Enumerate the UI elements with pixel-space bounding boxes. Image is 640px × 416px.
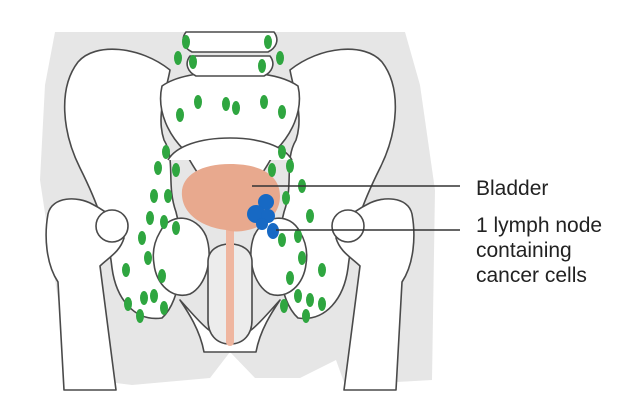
cancer-lymph-node	[256, 218, 268, 230]
lymph-node	[318, 263, 326, 277]
lymph-node	[172, 221, 180, 235]
lymph-node	[294, 229, 302, 243]
lymph-node-label-line: cancer cells	[476, 264, 587, 287]
left-obturator-ring	[152, 217, 210, 297]
lymph-node	[294, 289, 302, 303]
lymph-node	[280, 299, 288, 313]
left-femur	[45, 198, 125, 391]
lymph-node	[286, 159, 294, 173]
lymph-node	[318, 297, 326, 311]
lymph-node	[176, 108, 184, 122]
lymph-node	[150, 189, 158, 203]
lymph-node	[298, 251, 306, 265]
lymph-node-label-line: 1 lymph node	[476, 214, 603, 237]
lymph-node	[260, 95, 268, 109]
cancer-lymph-node-cluster	[247, 194, 279, 239]
lymph-node	[140, 291, 148, 305]
lymph-node	[232, 101, 240, 115]
lymph-node	[258, 59, 266, 73]
lymph-node	[150, 289, 158, 303]
lymph-node	[172, 163, 180, 177]
lumbar-vertebra	[186, 55, 274, 77]
lymph-nodes-right	[258, 35, 326, 323]
lymph-node	[146, 211, 154, 225]
cancer-lymph-node	[258, 194, 274, 210]
bladder-label: Bladder	[476, 177, 549, 200]
right-femur	[335, 198, 415, 391]
urethra	[226, 222, 234, 346]
lymph-node	[306, 293, 314, 307]
lumbar-vertebra	[182, 31, 278, 53]
lymph-node	[124, 297, 132, 311]
lymph-node	[189, 55, 197, 69]
lymph-node-label: 1 lymph node containing cancer cells	[476, 213, 602, 288]
lymph-node	[268, 163, 276, 177]
lymph-node	[138, 231, 146, 245]
lymph-node	[154, 161, 162, 175]
lymph-node	[282, 191, 290, 205]
lymph-node	[278, 145, 286, 159]
lymph-node	[278, 233, 286, 247]
lymph-node	[144, 251, 152, 265]
lymph-node	[158, 269, 166, 283]
left-femoral-head	[95, 209, 129, 243]
lymph-node	[278, 105, 286, 119]
cancer-lymph-node	[267, 223, 279, 239]
lymph-node	[302, 309, 310, 323]
lymph-node	[306, 209, 314, 223]
lymph-node	[164, 189, 172, 203]
lymph-node	[136, 309, 144, 323]
lymph-node	[160, 215, 168, 229]
lymph-node	[286, 271, 294, 285]
lymph-node	[182, 35, 190, 49]
lymph-node	[122, 263, 130, 277]
lymph-node	[194, 95, 202, 109]
lymph-node	[160, 301, 168, 315]
lymph-node	[264, 35, 272, 49]
lymph-node	[276, 51, 284, 65]
lymph-node	[222, 97, 230, 111]
lymph-node-label-line: containing	[476, 239, 572, 262]
lymph-nodes-left	[122, 35, 240, 323]
lymph-node	[174, 51, 182, 65]
lymph-node	[162, 145, 170, 159]
right-femoral-head	[331, 209, 365, 243]
